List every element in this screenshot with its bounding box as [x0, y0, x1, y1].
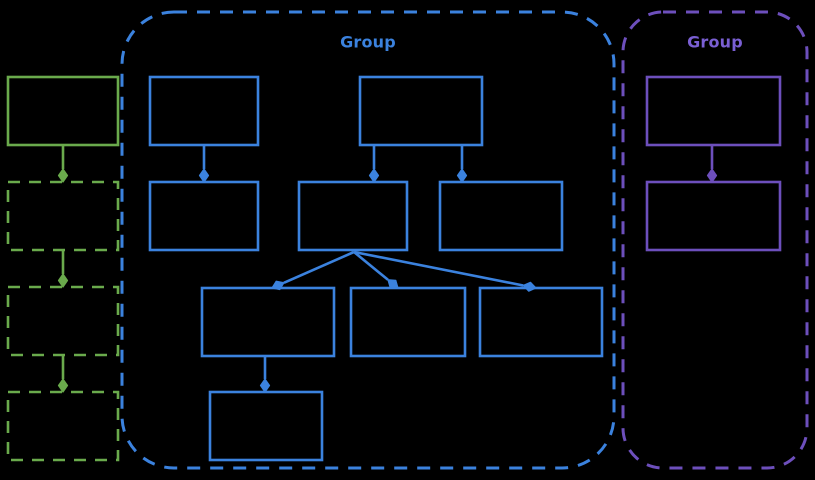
- node-box[interactable]: [349, 286, 467, 358]
- edge-arrow-diamond-icon: [57, 273, 69, 288]
- node-box[interactable]: [6, 180, 120, 252]
- edge-arrow-diamond-icon: [706, 168, 718, 183]
- node-box[interactable]: [200, 286, 336, 358]
- edge-line[interactable]: [283, 250, 355, 284]
- edge-arrow-diamond-icon: [57, 168, 69, 183]
- node-box[interactable]: [645, 75, 782, 147]
- node-box[interactable]: [645, 180, 782, 252]
- edge-arrow-diamond-icon: [259, 378, 271, 393]
- node-box[interactable]: [358, 75, 484, 147]
- group-container-layer: [120, 10, 809, 470]
- edge-arrow-diamond-icon: [198, 168, 210, 183]
- node-box[interactable]: [6, 285, 120, 357]
- edge-line[interactable]: [353, 250, 389, 281]
- node-box[interactable]: [478, 286, 604, 358]
- group-label: Group: [340, 33, 396, 52]
- edge-arrow-diamond-icon: [368, 168, 380, 183]
- node-box[interactable]: [6, 75, 120, 147]
- edge-arrow-diamond-icon: [456, 168, 468, 183]
- node-box[interactable]: [148, 75, 260, 147]
- node-box[interactable]: [438, 180, 564, 252]
- node-box[interactable]: [208, 390, 324, 462]
- node-box[interactable]: [297, 180, 409, 252]
- edge-arrow-diamond-icon: [57, 378, 69, 393]
- node-box[interactable]: [6, 390, 120, 462]
- edge-layer: [57, 145, 718, 393]
- group-container-group-blue[interactable]: [120, 10, 616, 470]
- group-container-group-purple[interactable]: [621, 10, 809, 470]
- node-box[interactable]: [148, 180, 260, 252]
- group-label-layer: Group Group: [340, 33, 743, 52]
- node-layer: [6, 75, 782, 462]
- edge-line[interactable]: [353, 250, 524, 287]
- group-label: Group: [687, 33, 743, 52]
